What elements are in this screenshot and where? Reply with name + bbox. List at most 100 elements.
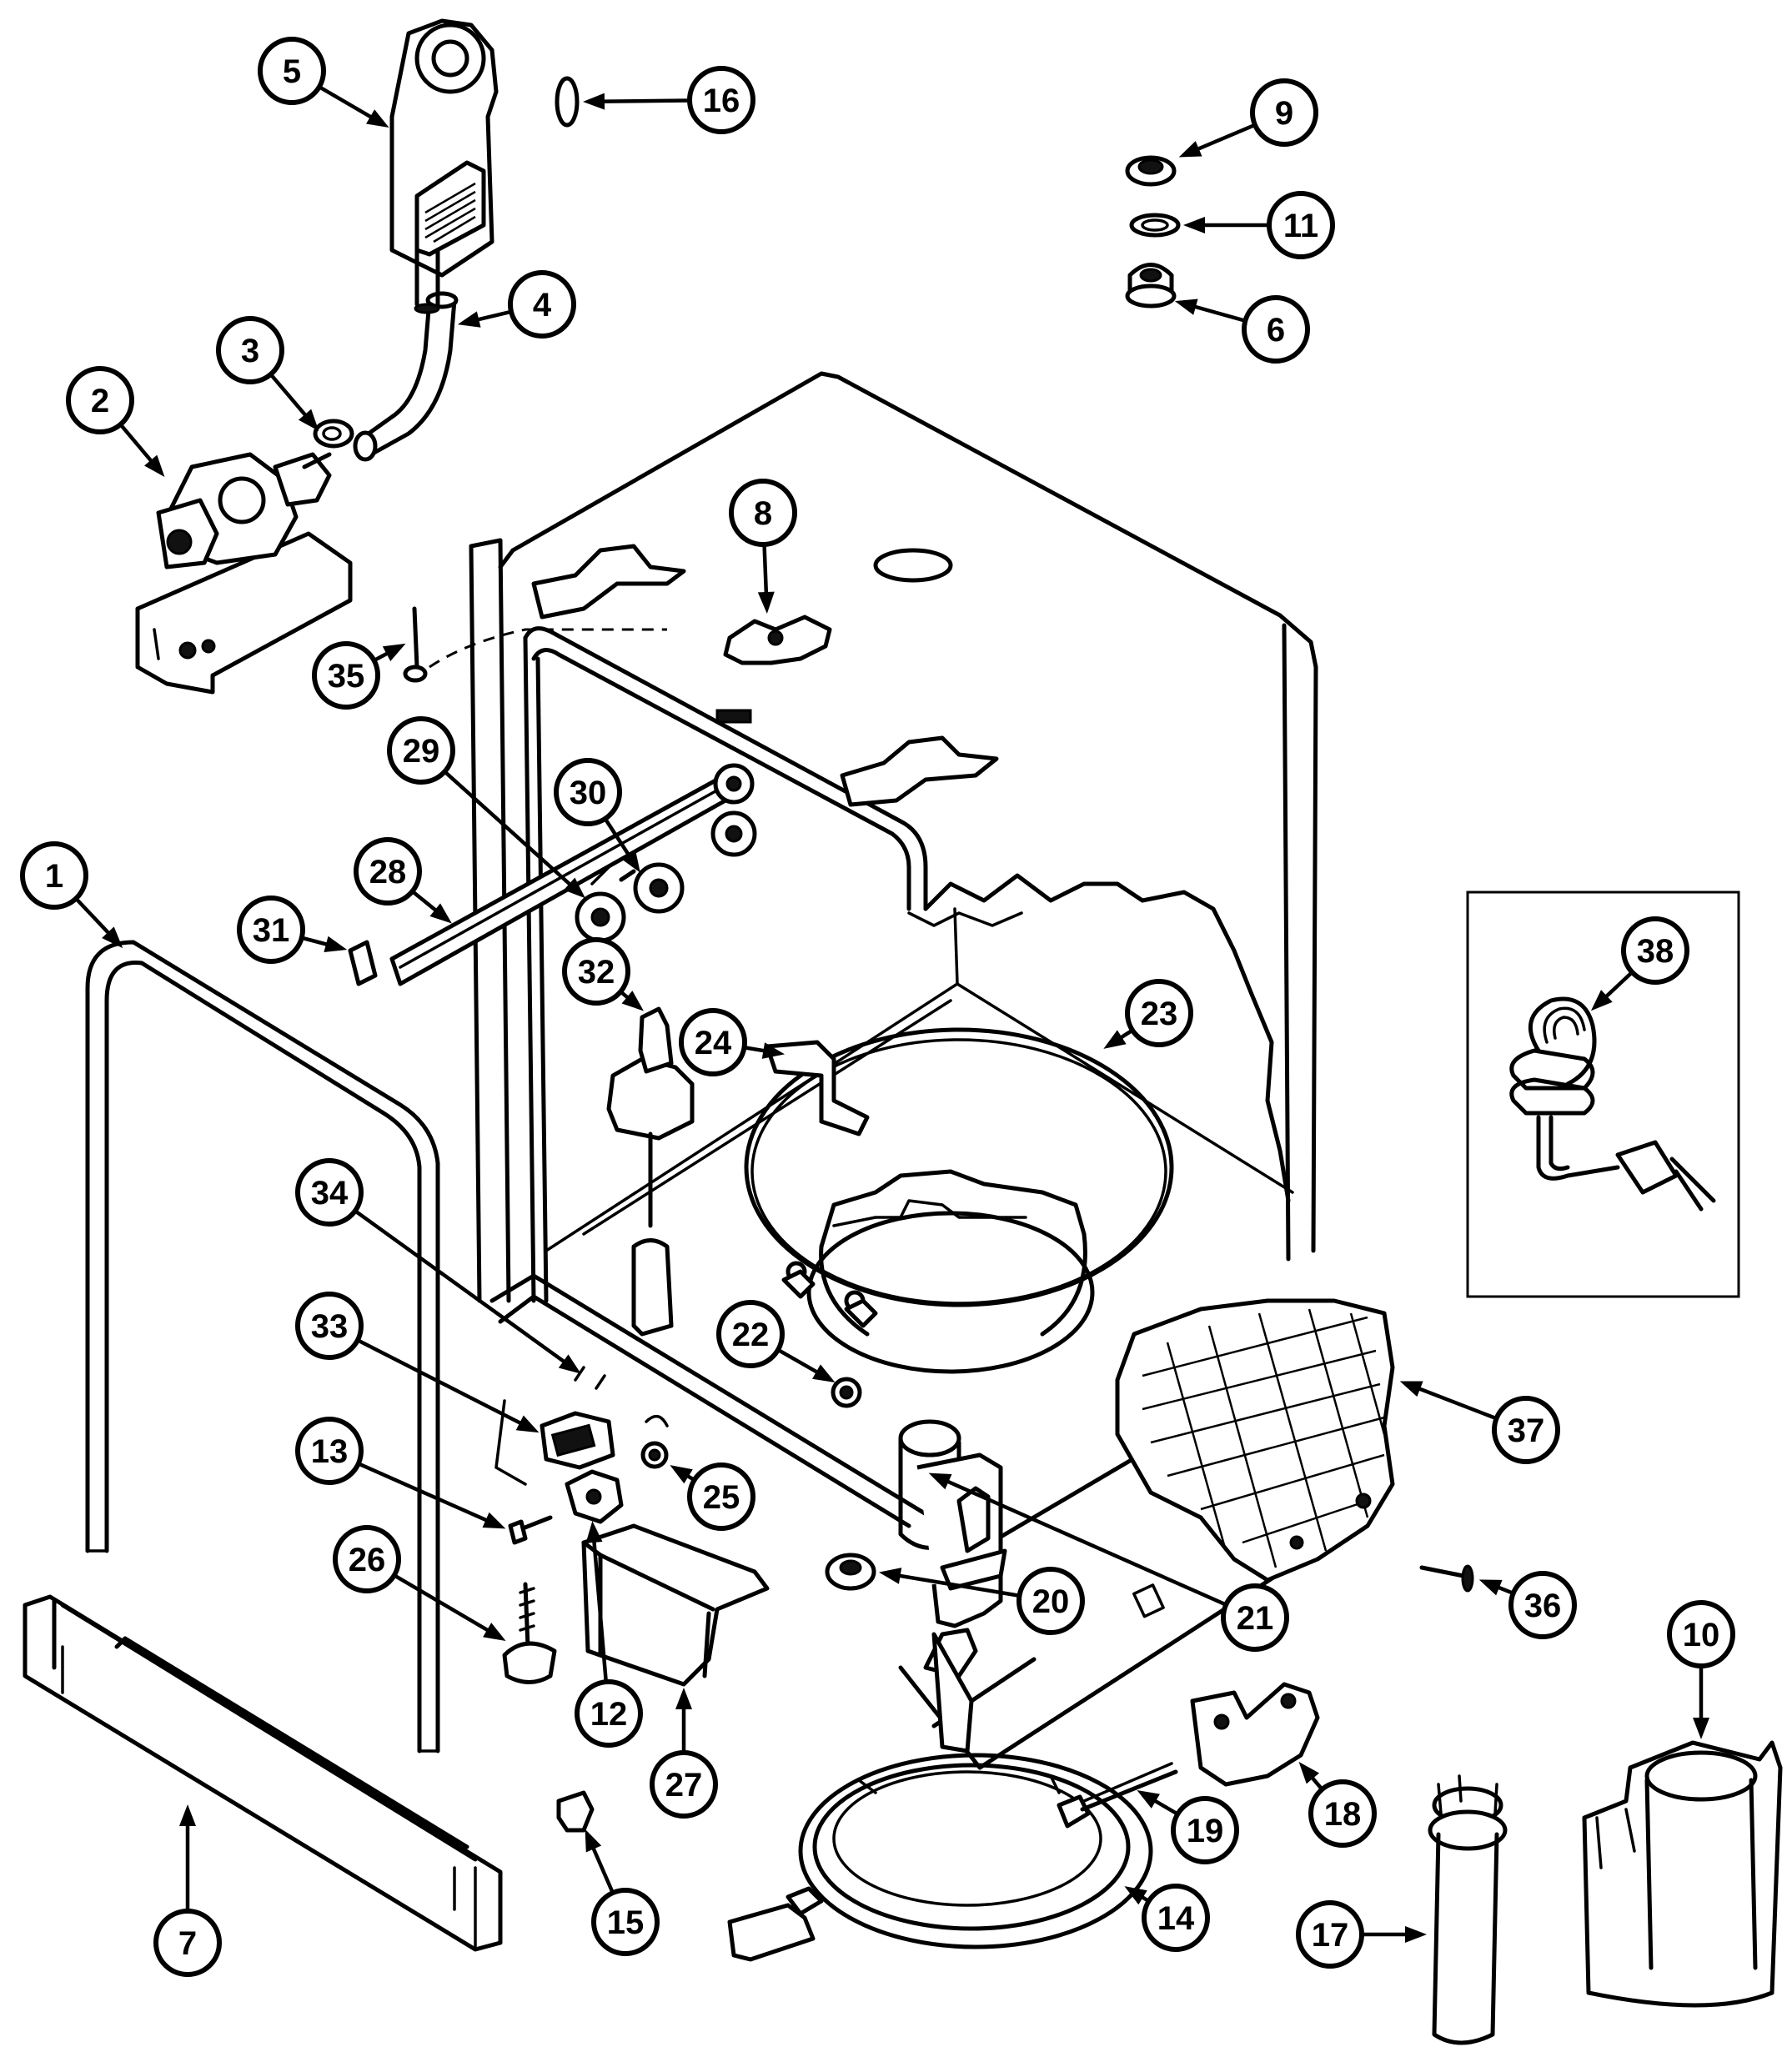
grommet-15 — [556, 1790, 595, 1833]
callout-circle-14 — [1142, 1884, 1210, 1952]
callout-circle-28 — [354, 837, 422, 906]
callout-circle-24 — [679, 1008, 747, 1076]
callout-27: 27 — [650, 1688, 718, 1819]
screw-13 — [508, 1515, 553, 1545]
leader-line-33 — [356, 1338, 529, 1428]
callout-label-27: 27 — [665, 1767, 703, 1804]
callout-label-6: 6 — [1267, 312, 1285, 349]
callout-8: 8 — [729, 479, 797, 615]
callout-label-38: 38 — [1637, 933, 1674, 970]
leader-line-22 — [776, 1347, 825, 1378]
drain-hose — [1428, 1774, 1508, 2045]
callout-circle-12 — [575, 1679, 643, 1748]
callout-label-3: 3 — [241, 333, 259, 369]
leader-line-26 — [393, 1573, 495, 1636]
callout-label-16: 16 — [703, 83, 740, 119]
callout-29: 29 — [387, 716, 586, 899]
bracket-18 — [1190, 1682, 1320, 1787]
callout-2: 2 — [66, 366, 165, 477]
callout-label-10: 10 — [1683, 1617, 1720, 1653]
leader-line-29 — [443, 770, 577, 891]
callout-circle-13 — [295, 1417, 364, 1485]
callout-22: 22 — [716, 1300, 836, 1383]
callout-14: 14 — [1124, 1884, 1210, 1952]
callout-30: 30 — [554, 758, 640, 873]
arrowhead-23 — [1103, 1030, 1127, 1049]
arrowhead-21 — [928, 1473, 952, 1490]
power-cord — [1509, 996, 1716, 1212]
leader-line-8 — [762, 544, 769, 601]
callout-18: 18 — [1298, 1762, 1377, 1848]
wash-chamber-sump — [786, 1169, 1095, 1374]
callout-label-13: 13 — [311, 1433, 349, 1470]
leader-line-5 — [318, 85, 379, 123]
rack-rail — [348, 763, 757, 986]
callout-circle-37 — [1492, 1396, 1560, 1464]
arrowhead-10 — [1693, 1718, 1709, 1739]
callout-circle-34 — [295, 1158, 364, 1227]
callout-34: 34 — [295, 1158, 581, 1374]
arrowhead-19 — [1137, 1790, 1160, 1809]
callout-circle-19 — [1171, 1796, 1239, 1864]
junction-box-cover — [581, 1523, 770, 1687]
callout-37: 37 — [1399, 1381, 1560, 1464]
switch-bracket — [565, 1469, 624, 1524]
callout-label-1: 1 — [45, 858, 63, 895]
arrowhead-27 — [675, 1688, 692, 1709]
callout-circle-1 — [20, 841, 88, 910]
arrowhead-8 — [757, 591, 775, 615]
arrowhead-7 — [179, 1804, 196, 1826]
callout-label-12: 12 — [590, 1696, 628, 1733]
callout-32: 32 — [562, 937, 644, 1011]
arrowhead-15 — [585, 1829, 602, 1853]
callout-circle-31 — [237, 896, 305, 964]
leader-line-21 — [940, 1477, 1227, 1607]
fill-hose — [353, 291, 459, 462]
arrowhead-5 — [366, 109, 389, 128]
arrowhead-37 — [1399, 1381, 1423, 1397]
callout-12: 12 — [575, 1520, 643, 1748]
callout-circle-35 — [312, 641, 380, 710]
callout-circle-5 — [258, 37, 326, 105]
callout-label-35: 35 — [328, 658, 365, 695]
arrowhead-12 — [585, 1520, 603, 1543]
arrowhead-4 — [457, 311, 481, 328]
float-switch-assembly — [494, 1366, 615, 1486]
callout-label-26: 26 — [349, 1542, 386, 1578]
arrowhead-31 — [324, 936, 348, 953]
callout-23: 23 — [1103, 979, 1193, 1049]
hose-clamp — [313, 419, 354, 449]
callout-label-33: 33 — [311, 1308, 349, 1345]
o-ring — [555, 76, 580, 128]
callout-circle-23 — [1125, 979, 1193, 1047]
arrowhead-33 — [515, 1415, 540, 1433]
leader-line-16 — [595, 98, 690, 104]
callout-label-17: 17 — [1312, 1917, 1349, 1954]
callout-circle-6 — [1242, 295, 1310, 364]
arrowhead-13 — [482, 1512, 506, 1529]
arrowhead-1 — [102, 926, 123, 949]
callout-17: 17 — [1296, 1900, 1427, 1969]
sump-cover — [1582, 1740, 1783, 2008]
callout-16: 16 — [582, 66, 755, 134]
leader-line-2 — [118, 423, 158, 469]
leader-line-6 — [1187, 303, 1247, 323]
water-inlet-valve — [135, 452, 353, 695]
callout-label-34: 34 — [311, 1175, 349, 1212]
arrowhead-30 — [621, 850, 640, 873]
heater-terminal-nuts — [781, 1269, 878, 1328]
callout-label-19: 19 — [1187, 1813, 1224, 1849]
leader-line-30 — [603, 817, 635, 863]
callout-circle-32 — [562, 937, 630, 1006]
nut-20 — [825, 1553, 876, 1591]
callout-label-20: 20 — [1032, 1583, 1070, 1620]
callout-19: 19 — [1137, 1790, 1239, 1864]
callout-circle-29 — [387, 716, 455, 785]
arrowhead-20 — [878, 1568, 902, 1584]
fill-funnel — [389, 18, 499, 314]
callout-circle-33 — [295, 1292, 364, 1360]
callout-circle-11 — [1267, 191, 1335, 259]
callout-circle-3 — [216, 316, 284, 384]
